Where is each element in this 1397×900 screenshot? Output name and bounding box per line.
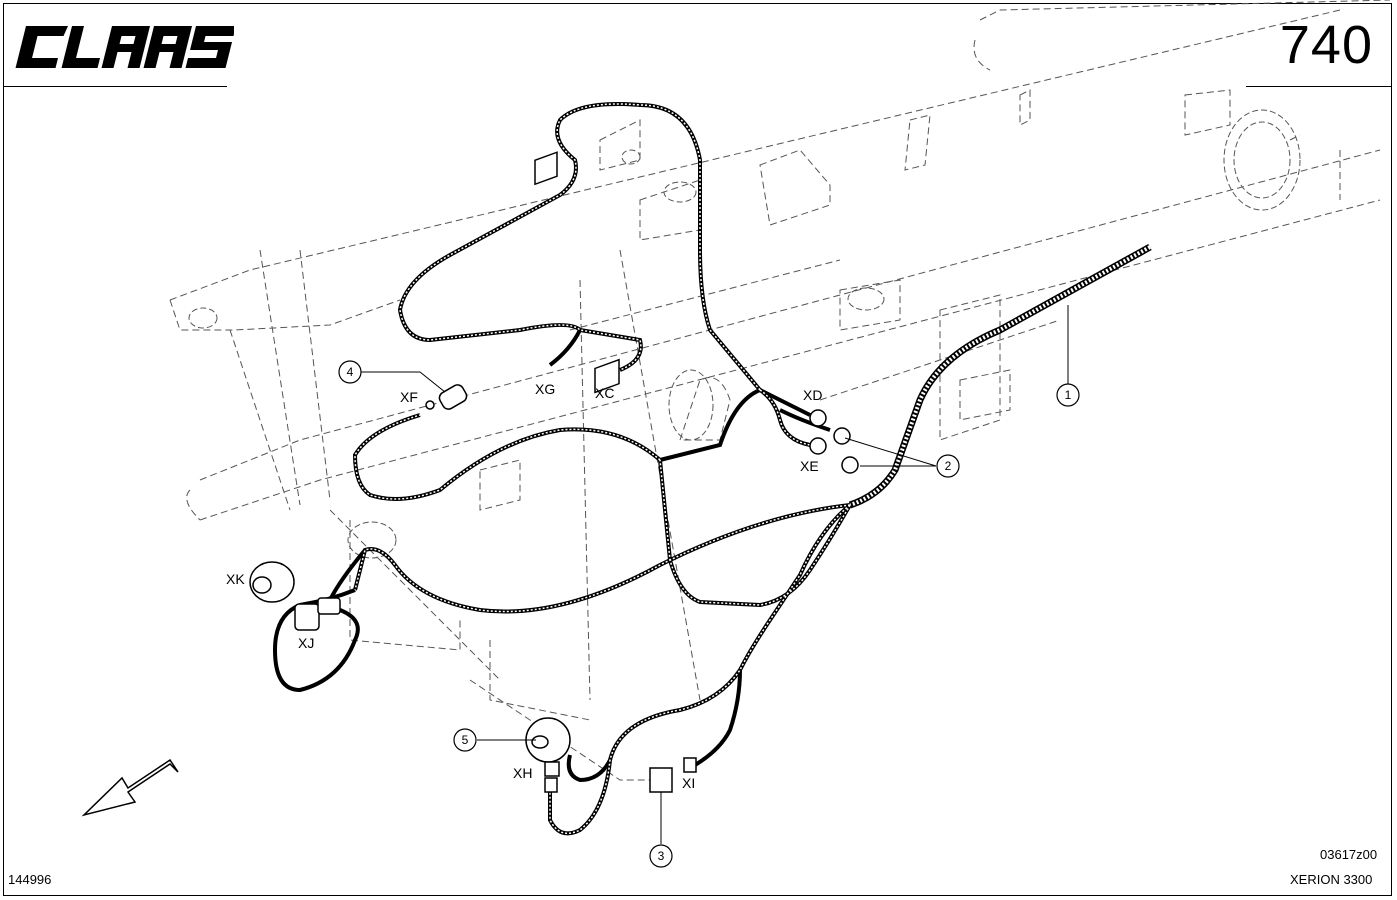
label-xg: XG — [535, 381, 555, 397]
component-xh — [525, 717, 571, 793]
logo-underline — [3, 86, 227, 87]
label-xh: XH — [513, 765, 532, 781]
chassis-boss-large — [1223, 109, 1301, 211]
page-number: 740 — [1279, 15, 1373, 75]
callout-1-label: 1 — [1065, 388, 1072, 402]
callout-4 — [338, 360, 362, 384]
connector-xi — [683, 757, 697, 773]
callout-3-label: 3 — [658, 849, 665, 863]
label-xe: XE — [800, 458, 819, 474]
model-name: XERION 3300 — [1290, 872, 1373, 887]
connector-xj — [294, 597, 341, 631]
callout-2 — [936, 454, 960, 478]
component-xk — [249, 561, 295, 603]
connector-xg — [534, 151, 558, 186]
label-xj: XJ — [298, 635, 314, 651]
chassis-frame-outline — [169, 0, 1391, 781]
callout-3 — [649, 844, 673, 868]
callout-4-label: 4 — [347, 365, 354, 379]
page-number-underline — [1246, 86, 1392, 87]
connector-xd — [809, 409, 851, 445]
callout-2-label: 2 — [945, 459, 952, 473]
connector-xe — [809, 437, 859, 474]
connector-3 — [649, 767, 673, 793]
catalog-number: 144996 — [8, 872, 52, 887]
label-xc: XC — [595, 385, 614, 401]
chassis-bosses — [188, 109, 1301, 559]
main-harness-cable — [848, 243, 1152, 509]
drawing-id: 03617z00 — [1320, 847, 1378, 862]
connector-xc — [594, 358, 620, 394]
page-frame — [3, 3, 1392, 896]
callout-5-label: 5 — [462, 733, 469, 747]
callout-1 — [1056, 383, 1080, 407]
label-xf: XF — [400, 389, 418, 405]
label-xd: XD — [803, 387, 822, 403]
direction-arrow-icon — [81, 758, 179, 817]
label-xk: XK — [226, 571, 245, 587]
sensor-xf — [425, 384, 468, 410]
brand-logo — [12, 18, 237, 74]
callout-5 — [453, 728, 477, 752]
label-xi: XI — [682, 775, 695, 791]
